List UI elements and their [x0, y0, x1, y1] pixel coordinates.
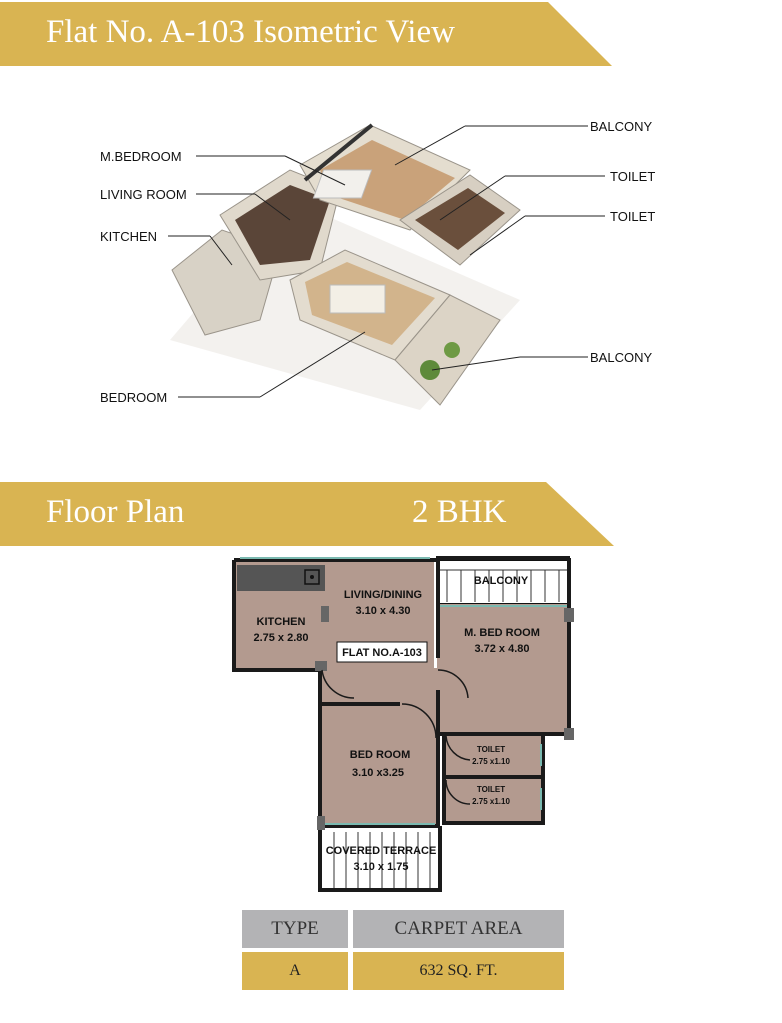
bedroom-size: 3.10 x3.25: [352, 767, 404, 779]
sink-icon: [304, 569, 320, 585]
iso-label-kitchen: KITCHEN: [100, 229, 157, 244]
bedroom: [322, 702, 438, 826]
kitchen-size: 2.75 x 2.80: [253, 632, 308, 644]
table-header-row: TYPE CARPET AREA: [242, 910, 564, 948]
passage: [320, 668, 440, 704]
living-dining-size: 3.10 x 4.30: [355, 605, 410, 617]
floorplan-title: Floor Plan: [46, 494, 185, 530]
flat-number-box: [336, 641, 428, 663]
toilet-2-label: TOILET: [477, 785, 505, 794]
isometric-header-banner: Flat No. A-103 Isometric View: [0, 2, 612, 66]
toilet-2-size: 2.75 x1.10: [472, 797, 510, 806]
master-bedroom-label: M. BED ROOM: [464, 627, 540, 639]
iso-label-toilet-1: TOILET: [610, 169, 655, 184]
iso-plant: [444, 342, 460, 358]
master-bedroom-size: 3.72 x 4.80: [474, 643, 529, 655]
covered-terrace: [322, 826, 438, 890]
balcony-label: BALCONY: [474, 575, 529, 587]
kitchen-label: KITCHEN: [257, 616, 306, 628]
carpet-area-header: CARPET AREA: [353, 910, 564, 948]
table-row: A 632 SQ. FT.: [242, 952, 564, 990]
iso-toilet-floor: [415, 188, 505, 250]
type-value: A: [242, 952, 348, 990]
bedroom-label: BED ROOM: [350, 749, 411, 761]
toilet-1-size: 2.75 x1.10: [472, 757, 510, 766]
iso-label-bedroom: BEDROOM: [100, 390, 167, 405]
iso-label-master-bedroom: M.BEDROOM: [100, 149, 182, 164]
toilet-2-room: [444, 779, 541, 823]
iso-master-floor: [320, 140, 455, 220]
living-dining-label: LIVING/DINING: [344, 589, 422, 601]
type-header: TYPE: [242, 910, 348, 948]
flat-number-label: FLAT NO.A-103: [342, 647, 422, 659]
iso-plant: [420, 360, 440, 380]
iso-living-floor: [235, 185, 330, 265]
floor-plan: LIVING/DINING 3.10 x 4.30 KITCHEN 2.75 x…: [232, 556, 574, 892]
iso-label-balcony-top: BALCONY: [590, 119, 652, 134]
carpet-area-table: TYPE CARPET AREA A 632 SQ. FT.: [242, 910, 564, 994]
master-bedroom: [437, 604, 569, 734]
toilet-1-label: TOILET: [477, 745, 505, 754]
terrace-size: 3.10 x 1.75: [353, 861, 408, 873]
bhk-config: 2 BHK: [412, 494, 507, 530]
toilet-1-room: [444, 736, 541, 776]
iso-label-toilet-2: TOILET: [610, 209, 655, 224]
terrace-label: COVERED TERRACE: [326, 845, 437, 857]
iso-bedroom-bed: [329, 284, 386, 314]
isometric-illustration: M.BEDROOM LIVING ROOM KITCHEN BEDROOM BA…: [100, 119, 655, 410]
isometric-title: Flat No. A-103 Isometric View: [46, 14, 455, 50]
carpet-area-value: 632 SQ. FT.: [353, 952, 564, 990]
floorplan-header-banner: Floor Plan 2 BHK: [0, 482, 614, 546]
iso-label-balcony-bottom: BALCONY: [590, 350, 652, 365]
iso-label-living-room: LIVING ROOM: [100, 187, 187, 202]
